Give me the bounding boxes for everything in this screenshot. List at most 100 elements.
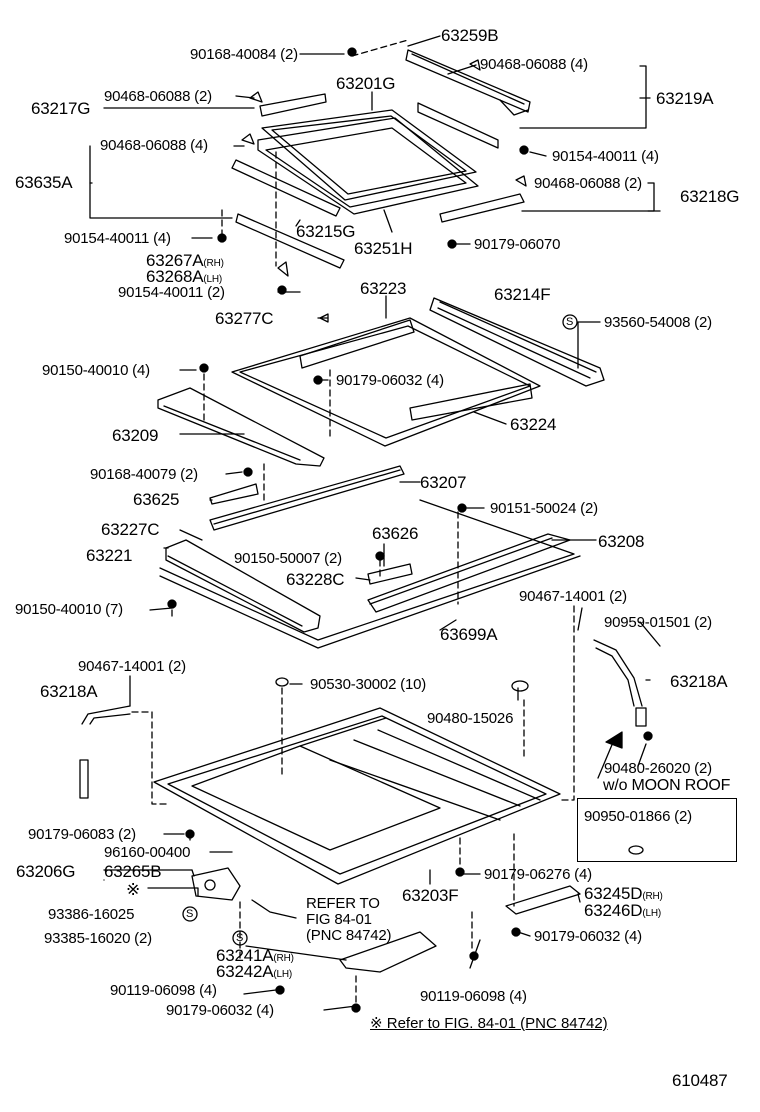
label-63242a: 63242A(LH) (216, 962, 292, 981)
label-90179-06032-4b: 90179-06032 (4) (534, 928, 642, 945)
label-63206g: 63206G (16, 862, 76, 881)
label-96160-00400: 96160-00400 (104, 844, 191, 861)
label-63268a: 63268A(LH) (146, 267, 222, 286)
label-63268a-side: (LH) (203, 274, 223, 285)
label-63267a-code: 63267A (146, 251, 204, 270)
label-63218a-left: 63218A (40, 682, 98, 701)
label-63265b: 63265B (104, 862, 162, 881)
label-90119-06098-4a: 90119-06098 (4) (110, 982, 217, 999)
label-63625: 63625 (133, 490, 180, 509)
label-63201g: 63201G (336, 74, 396, 93)
label-63228c: 63228C (286, 570, 345, 589)
label-refer-note-1: REFER TO (306, 895, 380, 912)
label-90480-26020: 90480-26020 (2) (604, 760, 712, 777)
label-90151-50024: 90151-50024 (2) (490, 500, 598, 517)
inset-arrow-head (605, 731, 623, 749)
label-63227c: 63227C (101, 520, 160, 539)
label-63241a: 63241A(RH) (216, 946, 294, 965)
label-90179-06070: 90179-06070 (474, 236, 561, 253)
label-90179-06083: 90179-06083 (2) (28, 826, 136, 843)
label-63241a-code: 63241A (216, 946, 274, 965)
bracket-63625 (209, 483, 259, 505)
label-63209: 63209 (112, 426, 159, 445)
inset-arrow (597, 739, 615, 779)
label-63214f: 63214F (494, 285, 551, 304)
label-63242a-code: 63242A (216, 962, 274, 981)
label-63241a-side: (RH) (273, 953, 294, 964)
label-90467-14001-2a: 90467-14001 (2) (519, 588, 627, 605)
label-93560-54008: 93560-54008 (2) (604, 314, 712, 331)
label-63208: 63208 (598, 532, 645, 551)
label-90179-06032-4a: 90179-06032 (4) (336, 372, 444, 389)
rail-63635a (231, 159, 345, 269)
rail-63259b (405, 49, 531, 149)
label-63218a-right: 63218A (670, 672, 728, 691)
label-63267a-side: (RH) (203, 258, 224, 269)
label-90168-40079: 90168-40079 (2) (90, 466, 198, 483)
bracket-63626 (367, 563, 413, 585)
footnote: ※ Refer to FIG. 84-01 (PNC 84742) (370, 1015, 608, 1032)
fasteners (167, 47, 653, 1013)
rail-63214f (429, 297, 605, 387)
drain-hose-63218a-left (79, 705, 131, 799)
label-63245d: 63245D(RH) (584, 884, 663, 903)
label-90154-40011-4a: 90154-40011 (4) (552, 148, 659, 165)
label-90179-06276: 90179-06276 (4) (484, 866, 592, 883)
label-90154-40011-2: 90154-40011 (2) (118, 284, 225, 301)
housing-63203f (153, 707, 561, 885)
frame-63223 (231, 317, 541, 447)
label-63699a: 63699A (440, 625, 498, 644)
s-mark-1: S (566, 316, 574, 328)
label-63221: 63221 (86, 546, 133, 565)
label-90468-06088-4b: 90468-06088 (4) (100, 137, 208, 154)
rail-63207 (209, 465, 405, 531)
label-63203f: 63203F (402, 886, 459, 905)
harness (251, 899, 297, 919)
label-refer-note-2: FIG 84-01 (306, 911, 372, 928)
s-mark-2: S (186, 908, 194, 920)
label-90119-06098-4b: 90119-06098 (4) (420, 988, 527, 1005)
label-90179-06032-4c: 90179-06032 (4) (166, 1002, 274, 1019)
label-63245d-side: (RH) (642, 891, 663, 902)
bracket-63241a (339, 931, 437, 973)
label-90168-40084: 90168-40084 (2) (190, 46, 298, 63)
label-63245d-code: 63245D (584, 884, 643, 903)
label-90467-14001-2b: 90467-14001 (2) (78, 658, 186, 675)
label-63219a: 63219A (656, 89, 714, 108)
label-variant-note: w/o MOON ROOF (603, 777, 731, 794)
grommets (241, 59, 644, 855)
diagram-id: 610487 (672, 1071, 728, 1090)
label-63626: 63626 (372, 524, 419, 543)
bracket-63218g (439, 193, 525, 223)
label-63246d: 63246D(LH) (584, 901, 661, 920)
label-63218g: 63218G (680, 187, 740, 206)
s-mark-3: S (236, 932, 244, 944)
label-63207: 63207 (420, 473, 467, 492)
label-63223: 63223 (360, 279, 407, 298)
label-63277c: 63277C (215, 309, 274, 328)
seal-63699a (159, 499, 581, 649)
s-circles (182, 314, 578, 946)
label-90150-40010-7: 90150-40010 (7) (15, 601, 123, 618)
inset-box (577, 798, 737, 862)
label-63242a-side: (LH) (273, 969, 293, 980)
label-90154-40011-4b: 90154-40011 (4) (64, 230, 171, 247)
motor-63206g (191, 867, 241, 901)
label-90959-01501: 90959-01501 (2) (604, 614, 712, 631)
leader-lines (89, 35, 661, 1011)
label-refer-note-3: (PNC 84742) (306, 927, 392, 944)
label-ref-mark: ※ (126, 880, 141, 899)
label-93385-16020: 93385-16020 (2) (44, 930, 152, 947)
guide-63209 (157, 387, 325, 467)
label-63268a-code: 63268A (146, 267, 204, 286)
bracket-63217g (259, 93, 327, 117)
label-90480-15026: 90480-15026 (427, 710, 514, 727)
label-90150-50007: 90150-50007 (2) (234, 550, 342, 567)
label-90950-01866: 90950-01866 (2) (584, 808, 692, 825)
label-63246d-code: 63246D (584, 901, 643, 920)
label-63635a: 63635A (15, 173, 73, 192)
label-63251h: 63251H (354, 239, 413, 258)
label-90150-40010-4: 90150-40010 (4) (42, 362, 150, 379)
label-90468-06088-4a: 90468-06088 (4) (480, 56, 588, 73)
